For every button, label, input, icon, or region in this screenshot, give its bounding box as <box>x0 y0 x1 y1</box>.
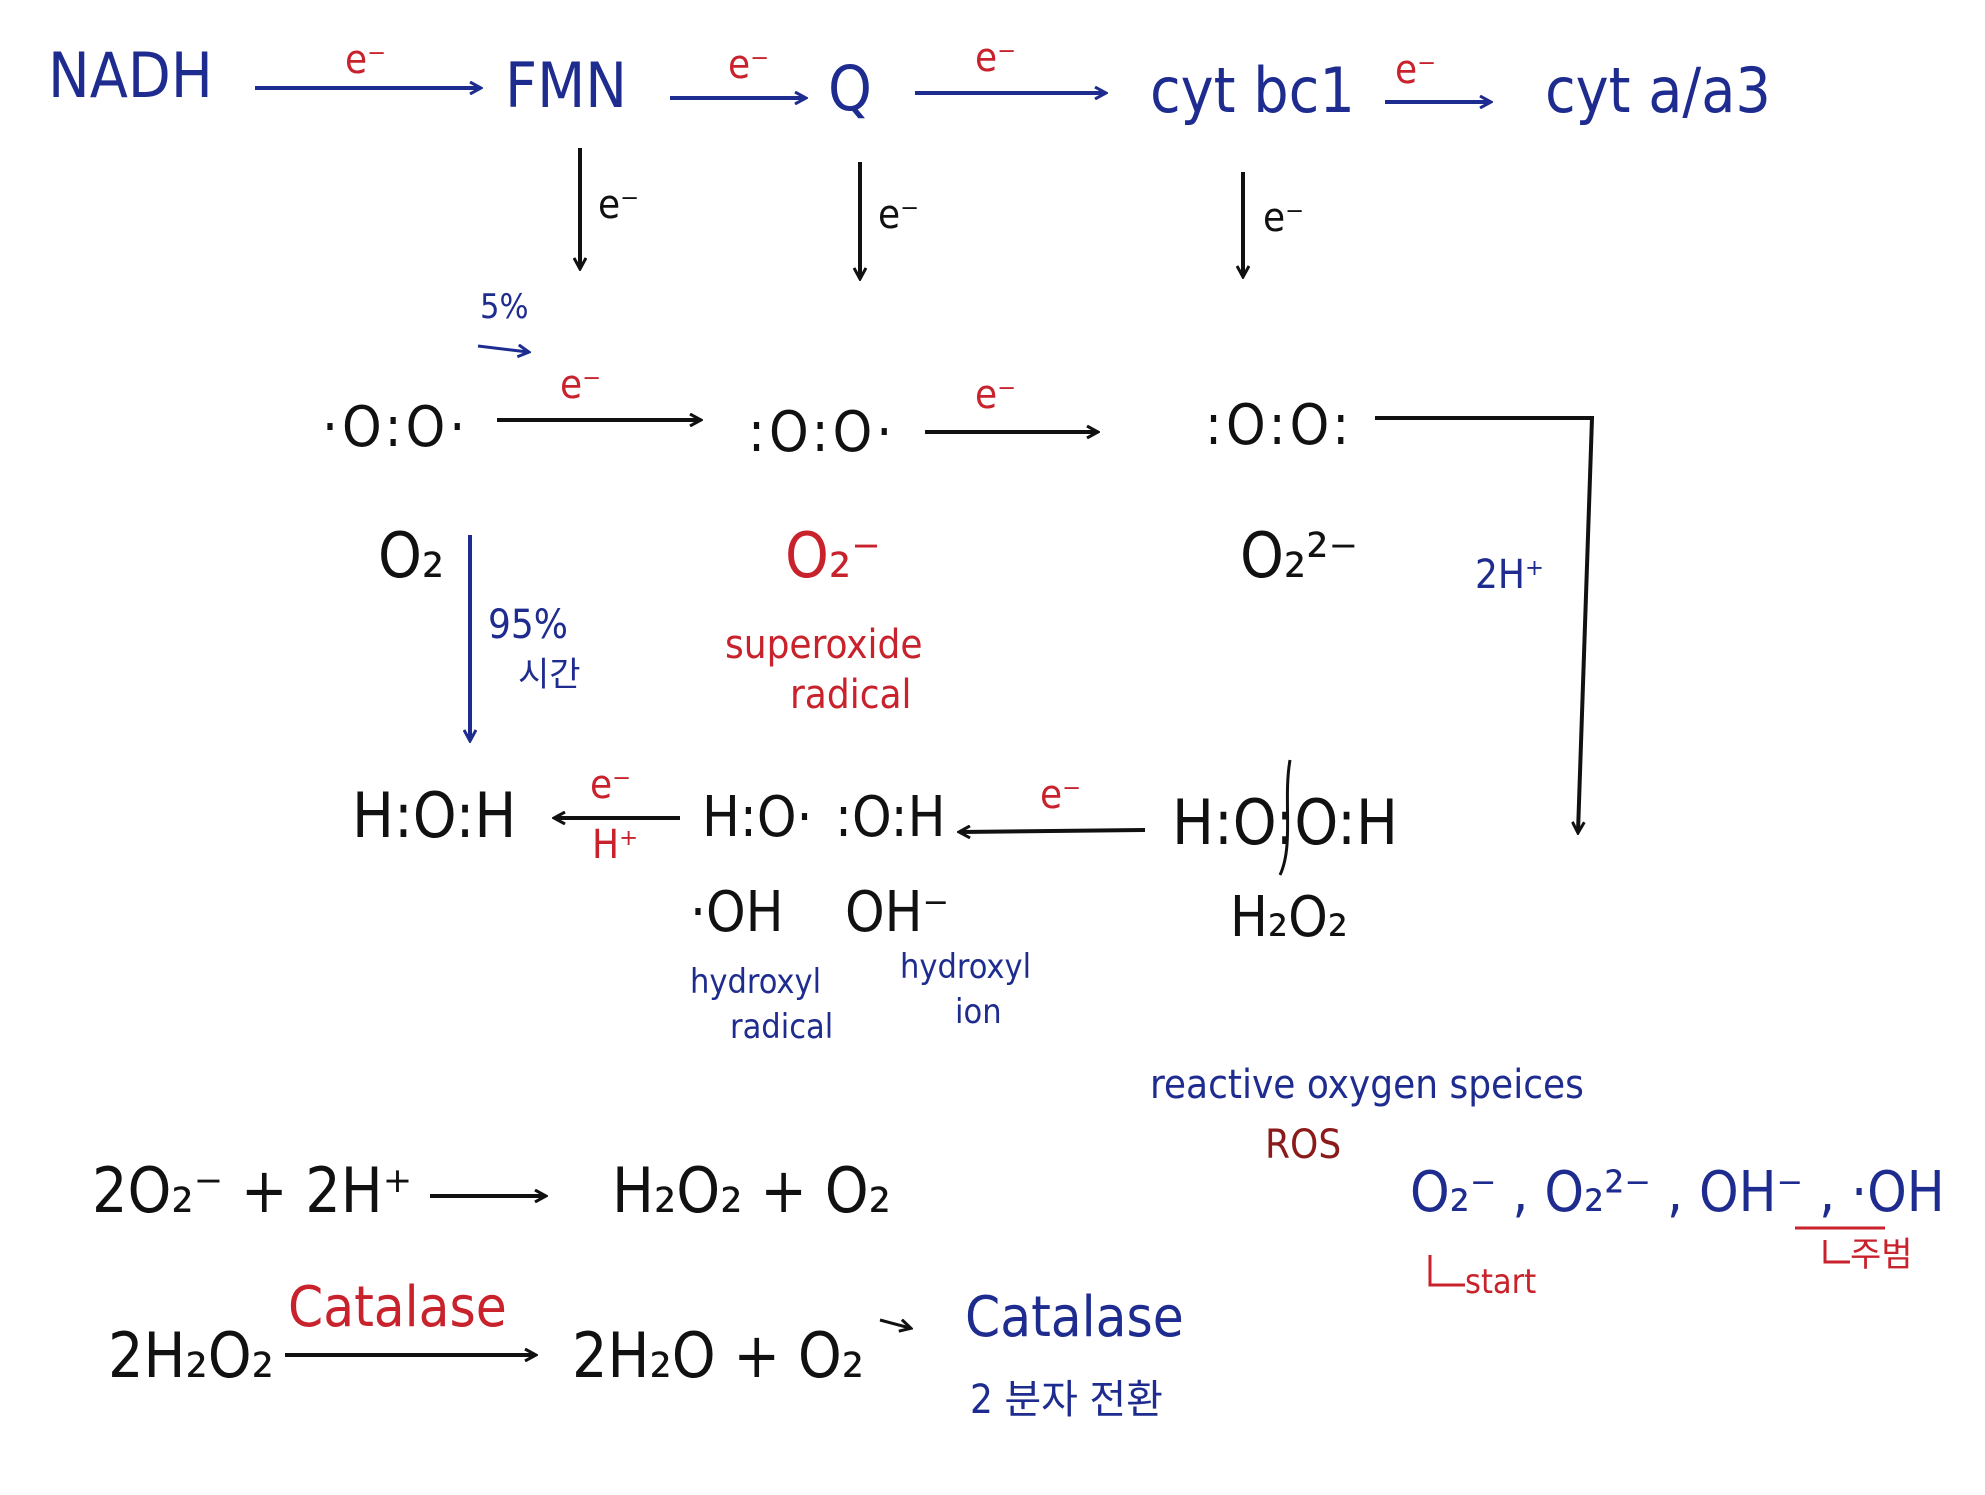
pct-5-label: 5% <box>480 287 529 327</box>
hydroxide-lewis: :O:H <box>835 785 946 850</box>
hydroxyl-radical-lewis: H:O· <box>702 785 813 850</box>
eq2-right: 2H₂O + O₂ <box>572 1319 865 1392</box>
superoxide-label-1: superoxide <box>725 622 923 668</box>
h2o2-lewis: H:O:O:H <box>1172 786 1398 859</box>
o2-label: O₂ <box>378 519 445 592</box>
ros-korean-note: 주범 <box>1850 1235 1913 1275</box>
two-h-plus-label: 2H⁺ <box>1475 552 1544 598</box>
arrow-5pct <box>477 346 528 352</box>
pct-95-label: 95% <box>488 602 568 648</box>
water-lewis: H:O:H <box>352 779 517 852</box>
e-down-fmn: e⁻ <box>598 182 640 228</box>
e-down-q: e⁻ <box>878 192 920 238</box>
peroxide-ion-lewis: :O:O: <box>1205 393 1354 458</box>
korean-hook <box>1823 1240 1850 1264</box>
start-hook <box>1428 1255 1465 1287</box>
eq1-right: H₂O₂ + O₂ <box>612 1154 891 1227</box>
superoxide-formula: O₂⁻ <box>785 519 881 592</box>
eq2-left: 2H₂O₂ <box>108 1319 275 1392</box>
arrow-eq2-note <box>879 1320 910 1328</box>
e-nadh-fmn: e⁻ <box>345 37 387 83</box>
cyt-bc1-label: cyt bc1 <box>1150 54 1355 127</box>
hydroxyl-radical-label-1: hydroxyl <box>690 962 822 1002</box>
catalase-note: Catalase <box>965 1285 1184 1350</box>
e-to-superoxide: e⁻ <box>560 362 602 408</box>
hydroxyl-ion-label-1: hydroxyl <box>900 947 1032 987</box>
superoxide-lewis: :O:O· <box>748 400 897 465</box>
eq1-left: 2O₂⁻ + 2H⁺ <box>92 1154 413 1227</box>
e-to-hydroxyl: e⁻ <box>1040 772 1082 818</box>
korean-95-note: 시간 <box>518 655 581 695</box>
hydroxyl-ion-label-2: ion <box>955 992 1002 1032</box>
superoxide-label-2: radical <box>790 672 912 718</box>
q-label: Q <box>828 52 872 125</box>
eq2-enzyme: Catalase <box>288 1275 507 1340</box>
ros-start-note: start <box>1465 1262 1537 1302</box>
catalase-korean-note: 2 분자 전환 <box>970 1377 1163 1423</box>
e-q-cyt: e⁻ <box>975 35 1017 81</box>
arrow-to-hydroxyl <box>960 830 1146 832</box>
nadh-label: NADH <box>48 39 213 112</box>
oh-radical-formula: ·OH <box>690 880 784 945</box>
e-fmn-q: e⁻ <box>728 42 770 88</box>
peroxide-ion-formula: O₂²⁻ <box>1240 519 1359 592</box>
oh-ion-formula: OH⁻ <box>845 880 950 945</box>
arrow-peroxide-elbow <box>1375 416 1595 832</box>
cyt-aa3-label: cyt a/a3 <box>1545 54 1771 127</box>
e-to-water: e⁻ <box>590 762 632 808</box>
bond-split-mark <box>1278 759 1292 876</box>
ros-fullname: reactive oxygen speices <box>1150 1062 1584 1108</box>
ros-species: O₂⁻ , O₂²⁻ , OH⁻ , ·OH <box>1410 1160 1945 1225</box>
ros-abbr: ROS <box>1265 1122 1342 1168</box>
hydroxyl-radical-label-2: radical <box>730 1007 834 1047</box>
e-to-peroxide: e⁻ <box>975 372 1017 418</box>
fmn-label: FMN <box>505 49 627 122</box>
h2o2-formula: H₂O₂ <box>1230 885 1348 950</box>
o2-lewis: ·O:O· <box>322 395 470 460</box>
h-plus-to-water: H⁺ <box>592 822 639 868</box>
e-cyt-cytaa3: e⁻ <box>1395 47 1437 93</box>
e-down-cyt: e⁻ <box>1263 195 1305 241</box>
